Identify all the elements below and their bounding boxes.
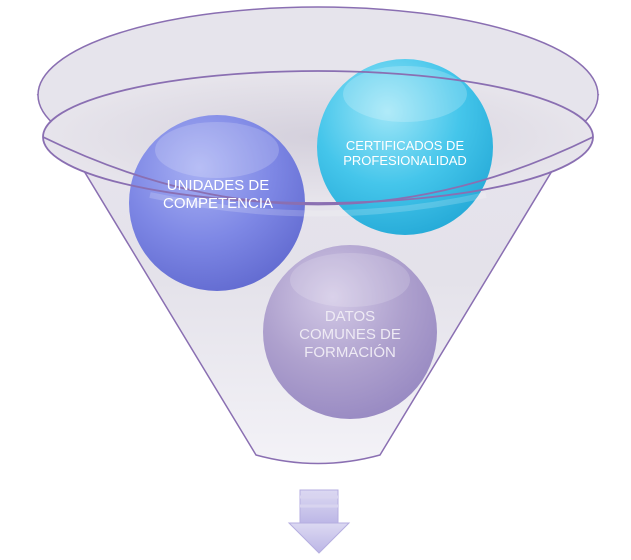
node-label-line: FORMACIÓN	[304, 343, 396, 361]
node-label-certificados: CERTIFICADOS DE PROFESIONALIDAD	[315, 133, 495, 173]
circle-certificados	[317, 59, 493, 235]
node-label-line: UNIDADES DE	[166, 177, 270, 195]
node-label-line: COMPETENCIA	[162, 195, 273, 212]
node-label-datos: DATOS COMUNES DE FORMACIÓN	[262, 300, 438, 370]
node-label-line: DATOS	[324, 308, 376, 326]
node-label-line: PROFESIONALIDAD	[343, 153, 467, 168]
node-label-line: COMUNES DE	[299, 326, 401, 344]
node-label-line: CERTIFICADOS DE	[345, 137, 465, 153]
circle-unidades	[129, 115, 305, 291]
node-label-unidades: UNIDADES DE COMPETENCIA	[128, 170, 308, 220]
circle-datos	[263, 245, 437, 419]
funnel-rim-front	[42, 136, 594, 206]
down-arrow-icon	[287, 489, 351, 554]
